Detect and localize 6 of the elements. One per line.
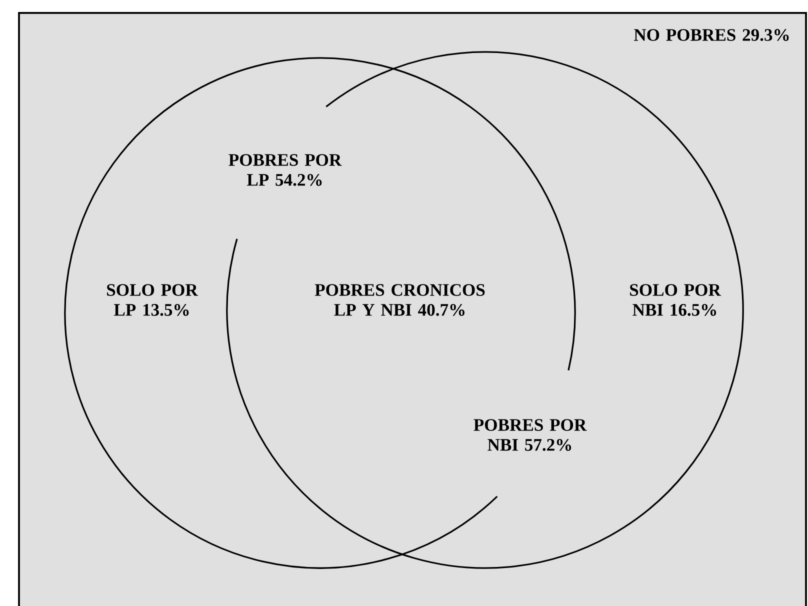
region-label: POBRES CRONICOS LP Y NBI 40.7% <box>314 284 485 316</box>
region-label: SOLO POR LP 13.5% <box>107 284 198 316</box>
region-label: POBRES POR NBI 57.2% <box>474 419 587 451</box>
region-label: SOLO POR NBI 16.5% <box>630 284 722 316</box>
region-label: NO POBRES 29.3% <box>634 29 789 41</box>
region-label: POBRES POR LP 54.2% <box>228 154 342 186</box>
